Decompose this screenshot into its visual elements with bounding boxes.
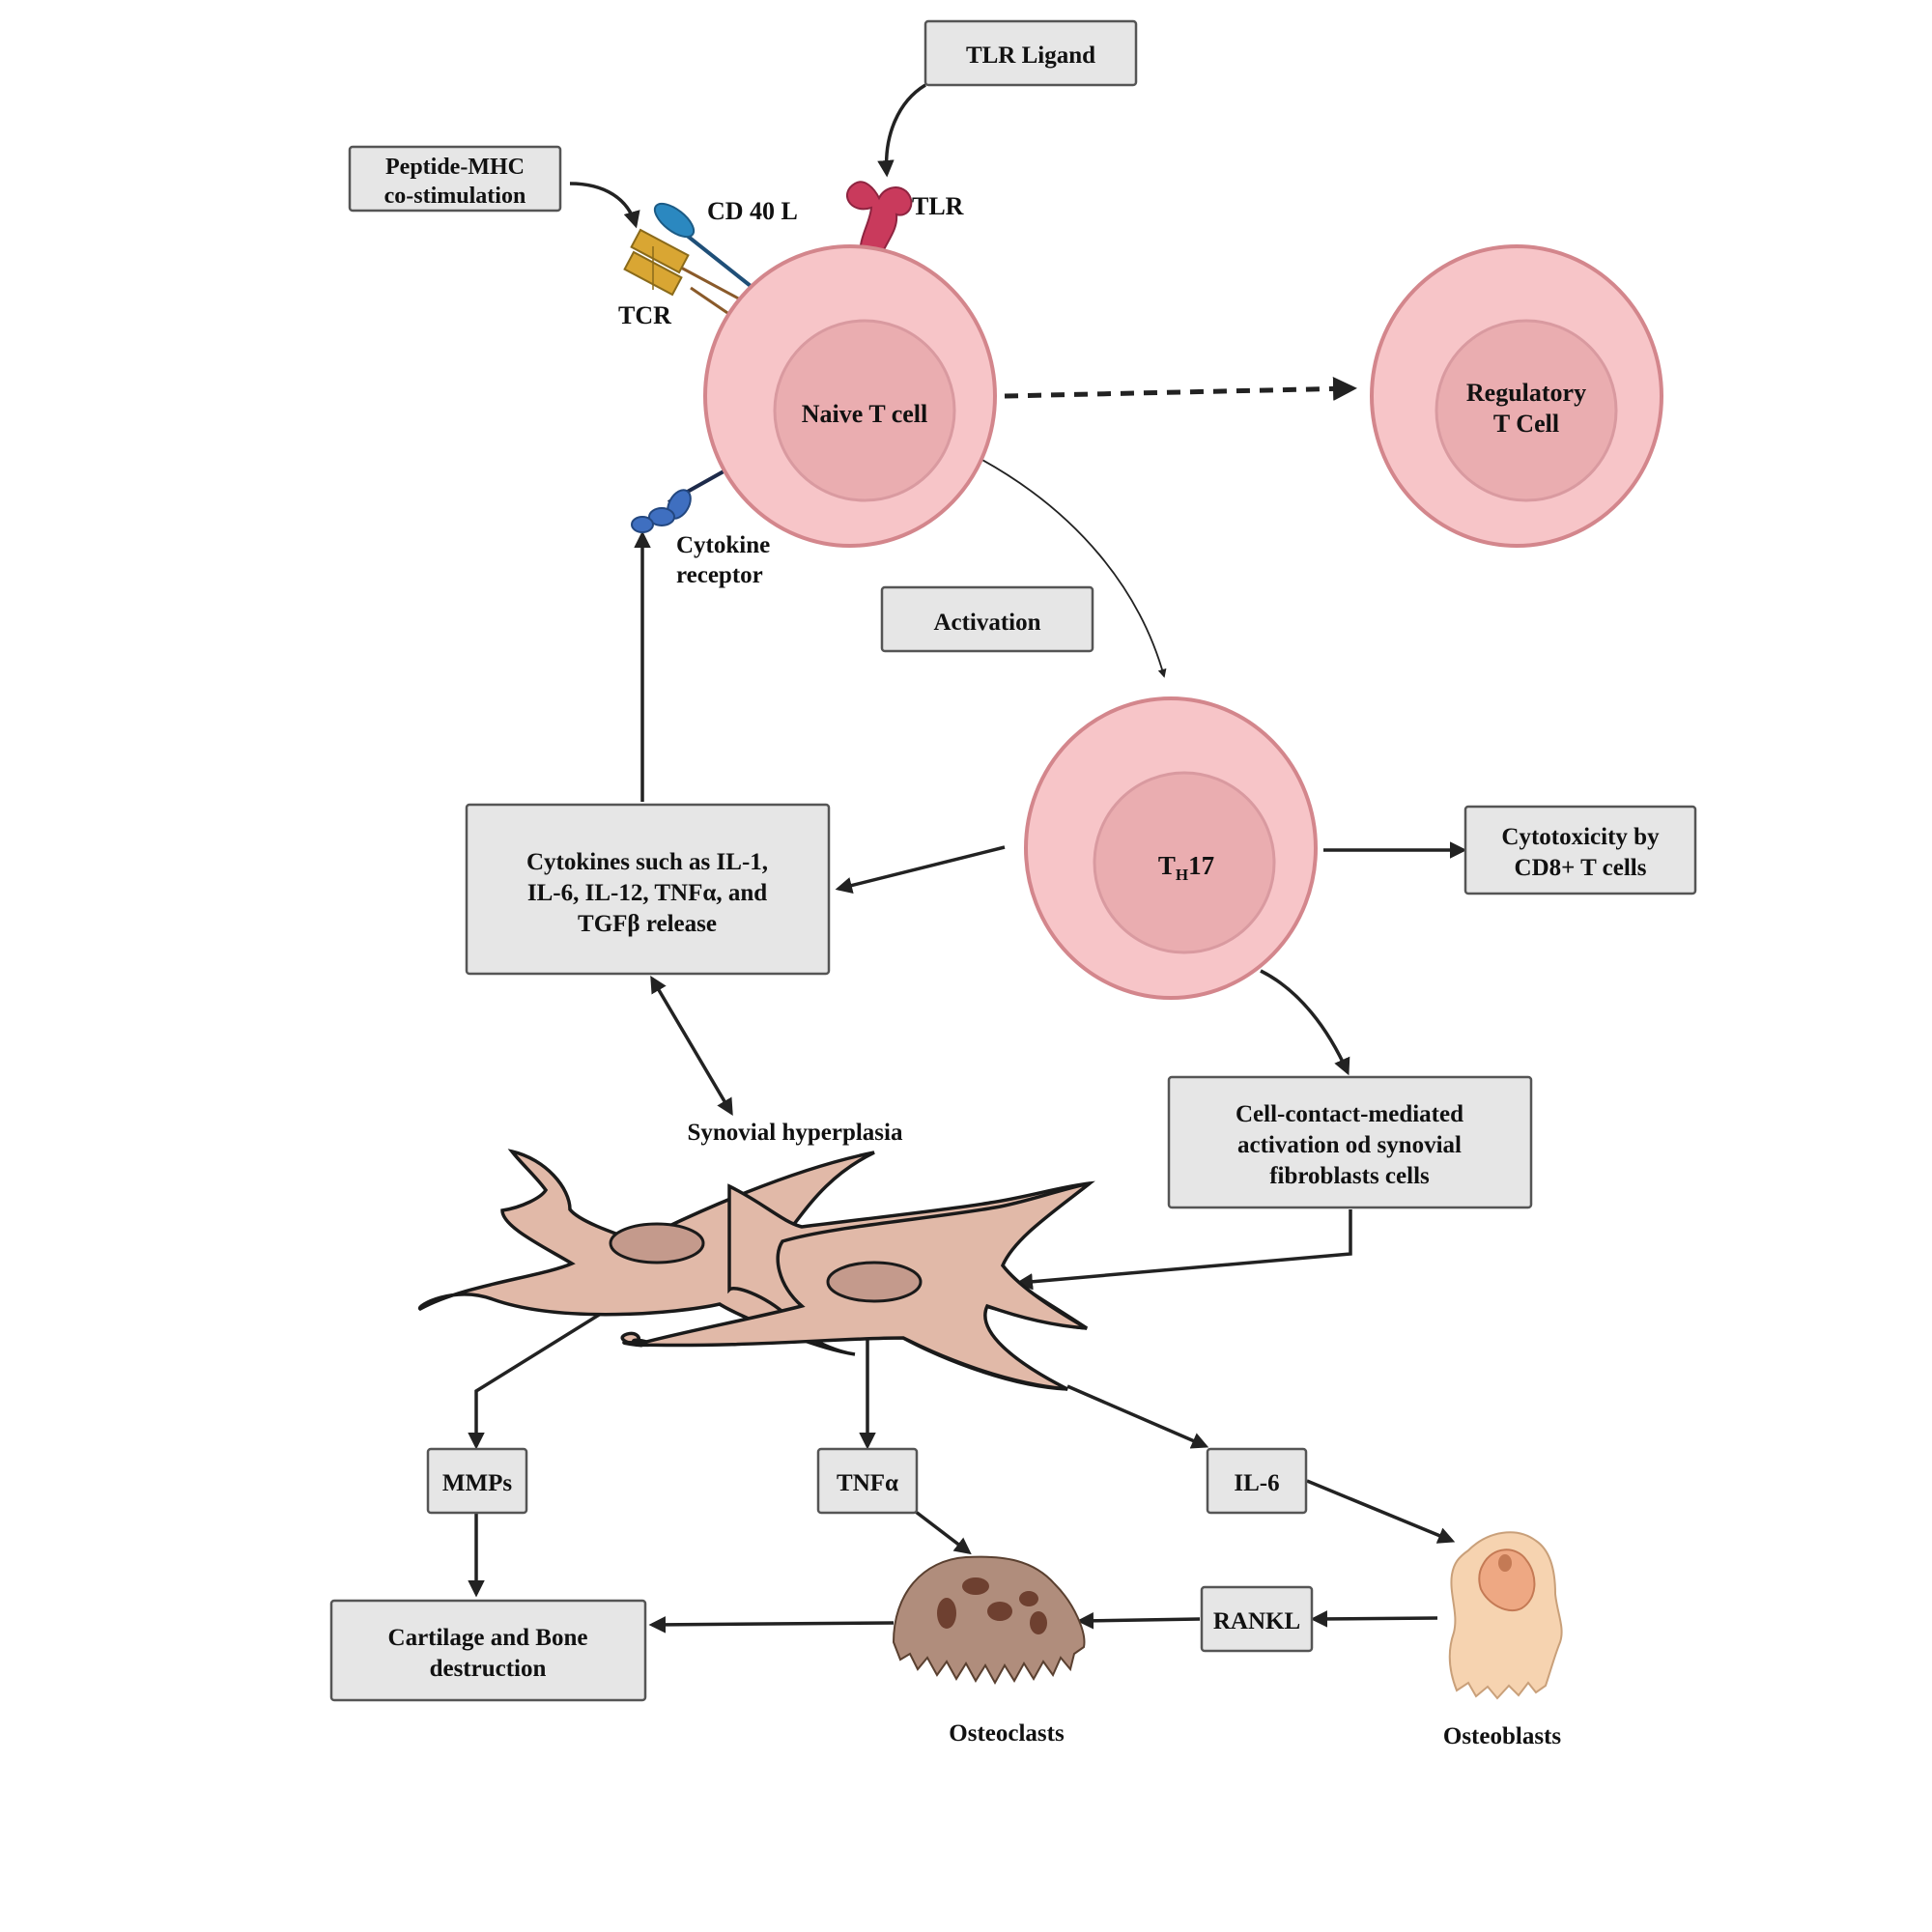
regulatory-t-cell: Regulatory T Cell [1370, 244, 1663, 548]
cytokines-label-line1: Cytokines such as IL-1, [526, 849, 768, 875]
th17-subscript: H [1176, 866, 1188, 884]
tnfa-label: TNFα [837, 1470, 898, 1496]
rankl-box: RANKL [1200, 1585, 1314, 1653]
arrow-rankl-to-osteoclast [1076, 1612, 1201, 1630]
arrows [468, 83, 1467, 1634]
cd40l-label: CD 40 L [707, 197, 798, 225]
peptide-mhc-label-line2: co-stimulation [384, 184, 526, 209]
cytokines-label-line3: TGFβ release [578, 911, 717, 937]
cell-contact-label-line2: activation od synovial [1237, 1132, 1462, 1158]
activation-label: Activation [933, 610, 1040, 636]
free-labels: CD 40 L TLR TCR Cytokine receptor Synovi… [618, 192, 1561, 1749]
th17-cell-label: TH17 [1158, 851, 1214, 884]
arrow-fibroblast-to-mmps [468, 1285, 645, 1450]
cytokines-release-box: Cytokines such as IL-1, IL-6, IL-12, TNF… [465, 803, 831, 976]
arrow-osteoclast-to-cartilage [648, 1616, 895, 1634]
il6-label: IL-6 [1234, 1470, 1279, 1496]
arrow-th17-to-cytokines [835, 845, 1006, 895]
synovial-hyperplasia-label: Synovial hyperplasia [688, 1120, 903, 1146]
mmps-box: MMPs [426, 1447, 528, 1515]
cartilage-bone-box: Cartilage and Bone destruction [329, 1599, 647, 1702]
arrow-fibroblast-to-il6 [1066, 1384, 1209, 1449]
regulatory-t-cell-label-line2: T Cell [1493, 410, 1559, 438]
tlr-ligand-label: TLR Ligand [966, 43, 1095, 69]
cell-contact-label-line3: fibroblasts cells [1269, 1163, 1430, 1189]
cartilage-label-line1: Cartilage and Bone [388, 1625, 588, 1651]
cytotoxicity-label-line2: CD8+ T cells [1515, 855, 1647, 881]
activation-box: Activation [880, 585, 1094, 653]
osteoclast-icon [892, 1555, 1086, 1686]
cytotoxicity-label-line1: Cytotoxicity by [1501, 824, 1660, 850]
mmps-label: MMPs [442, 1470, 512, 1496]
th17-cell: TH17 [1024, 696, 1318, 1000]
cytokines-label-line2: IL-6, IL-12, TNFα, and [527, 880, 767, 906]
tlr-label: TLR [912, 192, 964, 220]
osteoblast-icon [1448, 1531, 1563, 1700]
arrow-il6-to-osteoblast [1306, 1479, 1456, 1544]
tlr-ligand-box: TLR Ligand [923, 19, 1138, 87]
th17-number: 17 [1188, 851, 1214, 880]
peptide-mhc-label-line1: Peptide-MHC [385, 155, 525, 180]
osteoblasts-label: Osteoblasts [1443, 1723, 1562, 1749]
receptors [623, 181, 913, 533]
naive-t-cell-label: Naive T cell [802, 400, 927, 428]
regulatory-t-cell-label-line1: Regulatory [1466, 379, 1586, 407]
arrow-th17-to-cell-contact [1260, 969, 1350, 1076]
arrow-naive-to-th17 [980, 458, 1167, 678]
arrow-tlr-ligand-to-tlr [877, 83, 926, 178]
tnfa-box: TNFα [816, 1447, 919, 1515]
osteoclasts-label: Osteoclasts [949, 1720, 1065, 1747]
arrow-osteoblast-to-rankl [1310, 1610, 1438, 1628]
synovial-fibroblasts [418, 1149, 1095, 1391]
fibroblast-nucleus-1 [609, 1222, 705, 1264]
cytokine-receptor-label-line2: receptor [676, 562, 763, 588]
cytotoxicity-box: Cytotoxicity by CD8+ T cells [1463, 805, 1697, 895]
th17-t: T [1158, 851, 1176, 880]
il6-box: IL-6 [1206, 1447, 1308, 1515]
arrow-tnfa-to-osteoclast [914, 1510, 972, 1555]
cell-contact-box: Cell-contact-mediated activation od syno… [1167, 1075, 1533, 1209]
cd40l-receptor-icon [653, 202, 757, 292]
tcr-receptor-icon [623, 228, 745, 321]
arrow-peptide-to-tcr [569, 182, 640, 229]
cytokine-receptor-label-line1: Cytokine [676, 532, 770, 558]
cytokine-receptor-icon [631, 465, 733, 533]
cartilage-label-line2: destruction [430, 1656, 547, 1682]
naive-t-cell: Naive T cell [703, 244, 997, 548]
arrow-cell-contact-to-fibroblast [1015, 1209, 1352, 1291]
tcr-label: TCR [618, 301, 671, 329]
fibroblast-nucleus-2 [826, 1261, 923, 1303]
arrow-cytokines-synovial-bidirectional [650, 975, 733, 1117]
peptide-mhc-box: Peptide-MHC co-stimulation [348, 145, 562, 213]
arrow-naive-to-regulatory [1004, 376, 1357, 401]
rankl-label: RANKL [1213, 1608, 1300, 1634]
cell-contact-label-line1: Cell-contact-mediated [1236, 1101, 1463, 1127]
